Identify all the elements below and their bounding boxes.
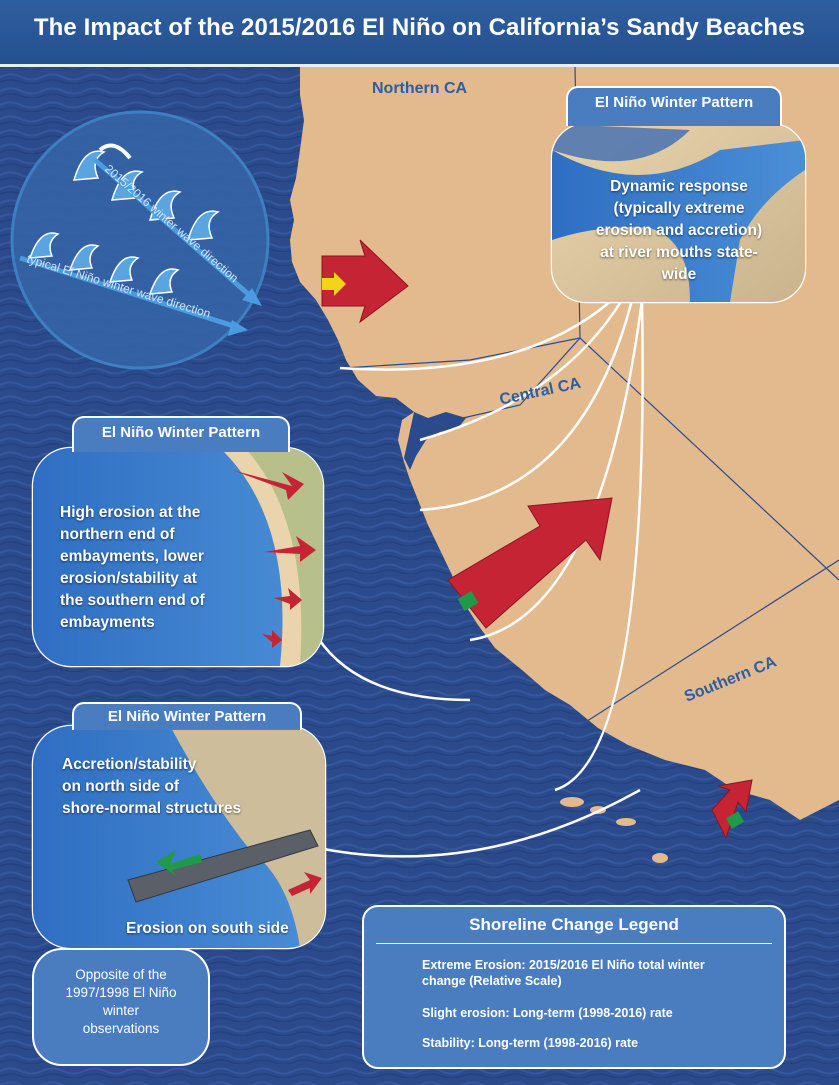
page-title: The Impact of the 2015/2016 El Niño on C… [33, 14, 806, 41]
river-panel-text: Dynamic response (typically extreme eros… [595, 178, 763, 283]
header-bar: The Impact of the 2015/2016 El Niño on C… [0, 0, 839, 67]
legend-slight-erosion-label: Slight erosion: Long-term (1998-2016) ra… [422, 1006, 673, 1020]
leader-line [554, 299, 644, 792]
leader-line [419, 299, 634, 512]
embayment-panel-text: High erosion at the northern end of emba… [60, 504, 205, 631]
structure-panel-bottom-text: Erosion on south side [126, 920, 289, 937]
structure-panel-text: Accretion/stability on north side of sho… [62, 756, 242, 817]
erosion-arrow-medium [264, 536, 316, 562]
leader-line [419, 299, 624, 442]
legend-title: Shoreline Change Legend [469, 915, 679, 934]
extreme-erosion-arrow-southern [711, 779, 753, 840]
sf-bay [404, 412, 466, 470]
region-boundary [409, 337, 839, 581]
wave-direction-typical-arrow [19, 255, 241, 331]
leader-line [317, 788, 641, 858]
waves-typical-icon [28, 232, 180, 295]
island [616, 818, 636, 826]
erosion-arrow-tiny [262, 630, 282, 648]
shoreline-change-legend: Shoreline Change Legend Extreme Erosion:… [362, 905, 786, 1069]
region-boundary [544, 559, 839, 749]
erosion-arrow-south [288, 872, 322, 896]
wave-direction-2015-arrowhead [242, 288, 262, 306]
slight-erosion-marker [322, 272, 346, 296]
embayment-panel-tab: El Niño Winter Pattern [72, 416, 290, 452]
island [652, 853, 668, 863]
stability-marker-central [457, 590, 479, 612]
leader-line [339, 299, 613, 371]
region-label-northern: Northern CA [372, 80, 468, 97]
legend-divider [376, 943, 772, 944]
wave-direction-typical-arrowhead [228, 320, 248, 336]
opposite-note: Opposite of the 1997/1998 El Niño winter… [32, 948, 210, 1066]
accretion-arrow [156, 850, 202, 876]
extreme-erosion-arrow-northern [321, 239, 409, 324]
extreme-erosion-arrow-central [447, 497, 613, 629]
island [560, 797, 584, 807]
wave-direction-2015-arrow [93, 158, 257, 302]
river-panel-tab: El Niño Winter Pattern [566, 86, 782, 126]
legend-stability-label: Stability: Long-term (1998-2016) rate [422, 1036, 639, 1050]
jetty-structure [127, 829, 319, 903]
erosion-arrow-small [274, 588, 302, 610]
structure-panel-tab: El Niño Winter Pattern [72, 702, 302, 730]
stability-marker-southern [725, 811, 745, 829]
legend-extreme-erosion-label: Extreme Erosion: 2015/2016 El Niño total… [422, 958, 705, 988]
erosion-arrow-large [232, 470, 304, 500]
leader-line [316, 637, 471, 702]
